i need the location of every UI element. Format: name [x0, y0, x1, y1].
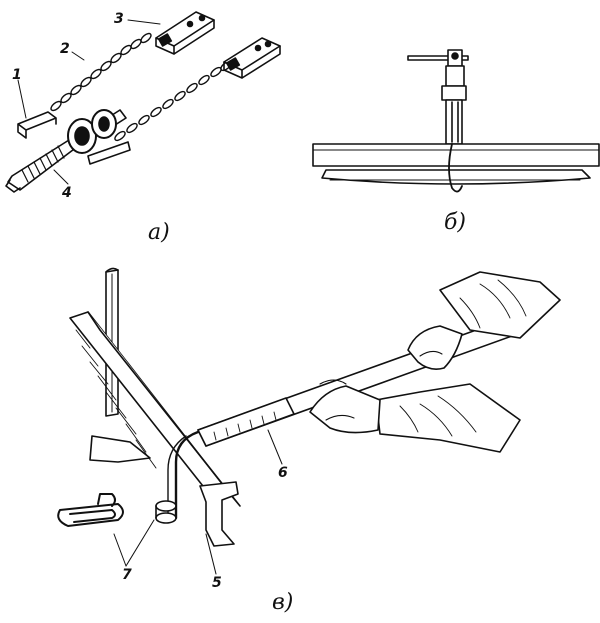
panel-b-beam-view	[312, 49, 600, 193]
panel-a-chain-puller	[5, 11, 281, 193]
crossbar	[17, 111, 57, 139]
callout-1: 1	[12, 67, 22, 83]
panel-v-crowbar-use	[57, 267, 561, 575]
chain-lower	[114, 60, 232, 142]
leaders-a	[17, 19, 161, 185]
chain-upper	[50, 32, 152, 112]
leaders-v	[113, 429, 283, 575]
screw-nut	[67, 109, 117, 154]
grip-plate-upper	[155, 11, 215, 55]
rail-beam	[312, 143, 600, 185]
rail	[69, 311, 241, 547]
worker-hands	[309, 271, 561, 453]
callout-7: 7	[122, 567, 132, 583]
callout-5: 5	[212, 575, 222, 591]
callout-4: 4	[62, 185, 72, 201]
caption-panel-b: б)	[444, 210, 467, 235]
grip-plate-lower	[223, 37, 281, 79]
s-hook-part	[57, 493, 124, 527]
caption-panel-v: в)	[272, 590, 294, 615]
callout-3: 3	[114, 11, 124, 27]
rail-clamp	[155, 500, 177, 524]
callout-2: 2	[60, 41, 70, 57]
callout-6: 6	[278, 465, 288, 481]
caption-panel-a: а)	[148, 220, 170, 245]
